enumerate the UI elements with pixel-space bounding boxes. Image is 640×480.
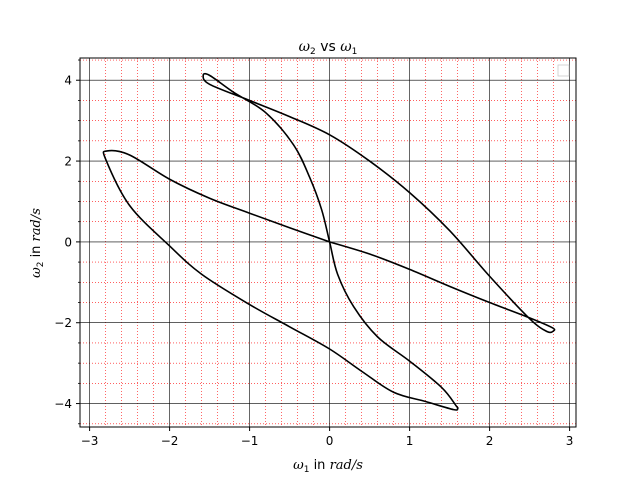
x-axis-label: ω1 in rad/s bbox=[293, 458, 363, 475]
major-grid bbox=[80, 58, 576, 427]
x-tick-label: −3 bbox=[81, 434, 99, 448]
x-tick-label: 2 bbox=[486, 434, 494, 448]
x-tick-label: −2 bbox=[161, 434, 179, 448]
x-tick-label: −1 bbox=[241, 434, 259, 448]
chart-title: ω2 vs ω1 bbox=[299, 39, 358, 57]
y-tick-label: 2 bbox=[64, 155, 72, 169]
series-line bbox=[102, 72, 556, 411]
series-layer bbox=[102, 72, 556, 411]
y-axis-label: ω2 in rad/s bbox=[29, 208, 46, 278]
axis-ticks bbox=[76, 59, 571, 431]
x-tick-label: 1 bbox=[406, 434, 414, 448]
y-tick-label: 0 bbox=[64, 235, 72, 249]
y-tick-label: −2 bbox=[54, 316, 72, 330]
legend-box bbox=[557, 64, 570, 77]
y-tick-label: 4 bbox=[64, 74, 72, 88]
y-tick-label: −4 bbox=[54, 397, 72, 411]
tick-labels: −3 −2 −1 0 1 2 3 −4 −2 0 2 4 bbox=[54, 74, 573, 448]
x-tick-label: 0 bbox=[326, 434, 334, 448]
plot-frame bbox=[79, 57, 577, 428]
x-tick-label: 3 bbox=[566, 434, 574, 448]
